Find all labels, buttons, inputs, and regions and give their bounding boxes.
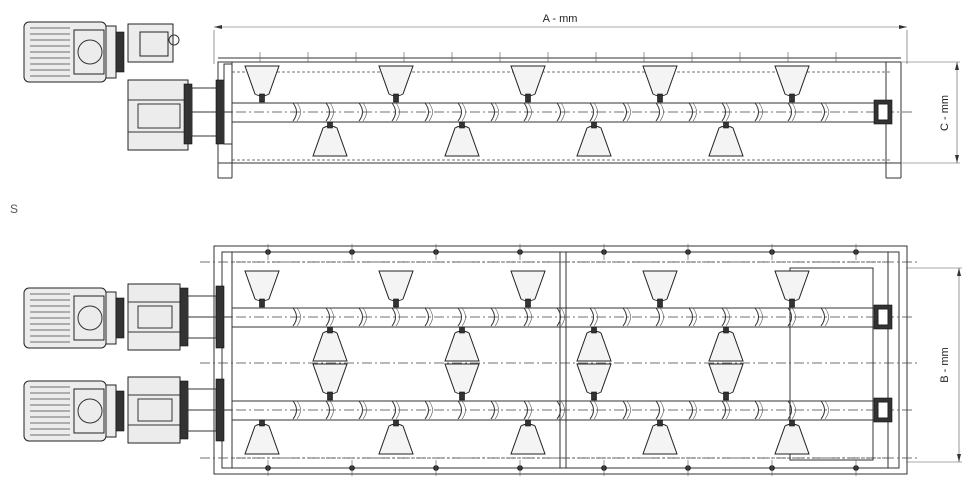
plan-lower-paddle-b-2: [378, 419, 414, 455]
plan-upper-paddle-b-3: [576, 326, 612, 362]
elevation-paddle-lower-4: [708, 121, 744, 157]
elevation-paddle-upper-3: [510, 65, 546, 103]
drive-unit-elevation: [23, 21, 233, 151]
elevation-paddle-lower-3: [576, 121, 612, 157]
dimension-b: B - mm: [906, 267, 962, 463]
shaft-upper: [200, 307, 912, 328]
elevation-paddle-upper-4: [642, 65, 678, 103]
plan-upper-paddle-a-5: [774, 270, 810, 308]
shaft-elevation: [200, 102, 912, 123]
elevation-paddle-upper-5: [774, 65, 810, 103]
elevation-view: A - mm C - mm: [23, 13, 960, 179]
dimension-c: C - mm: [902, 61, 960, 164]
outlet-opening: [789, 267, 874, 461]
drive-unit-lower: [23, 376, 232, 444]
plan-upper-paddle-b-2: [444, 326, 480, 362]
plan-lower-paddle-b-3: [510, 419, 546, 455]
plan-upper-paddle-a-4: [642, 270, 678, 308]
lower-gearbox: [127, 376, 181, 444]
plan-frame: [213, 245, 908, 475]
plan-upper-paddle-a-1: [244, 270, 280, 308]
plan-lower-paddle-a-4: [708, 363, 744, 401]
plan-upper-paddle-b-1: [312, 326, 348, 362]
dimension-a: A - mm: [213, 13, 908, 64]
dimension-b-label: B - mm: [939, 347, 951, 382]
plan-upper-paddle-a-3: [510, 270, 546, 308]
plan-view: B - mm: [23, 244, 962, 476]
plan-lower-paddle-a-2: [444, 363, 480, 401]
shaft-lower: [200, 400, 912, 421]
section-mark: S: [10, 202, 18, 216]
dimension-c-label: C - mm: [939, 95, 951, 131]
elevation-paddle-lower-1: [312, 121, 348, 157]
elevation-paddle-lower-2: [444, 121, 480, 157]
plan-lower-paddle-b-5: [774, 419, 810, 455]
plan-lower-paddle-a-1: [312, 363, 348, 401]
plan-lower-paddle-b-1: [244, 419, 280, 455]
plan-upper-paddle-b-4: [708, 326, 744, 362]
plan-lower-paddle-b-4: [642, 419, 678, 455]
dimension-a-label: A - mm: [543, 13, 578, 25]
elevation-paddle-upper-1: [244, 65, 280, 103]
plan-upper-paddle-a-2: [378, 270, 414, 308]
plan-lower-paddle-a-3: [576, 363, 612, 401]
gearbox-housing: [127, 79, 189, 151]
elevation-paddle-upper-2: [378, 65, 414, 103]
drive-unit-upper: [23, 283, 232, 351]
upper-gearbox: [127, 283, 181, 351]
